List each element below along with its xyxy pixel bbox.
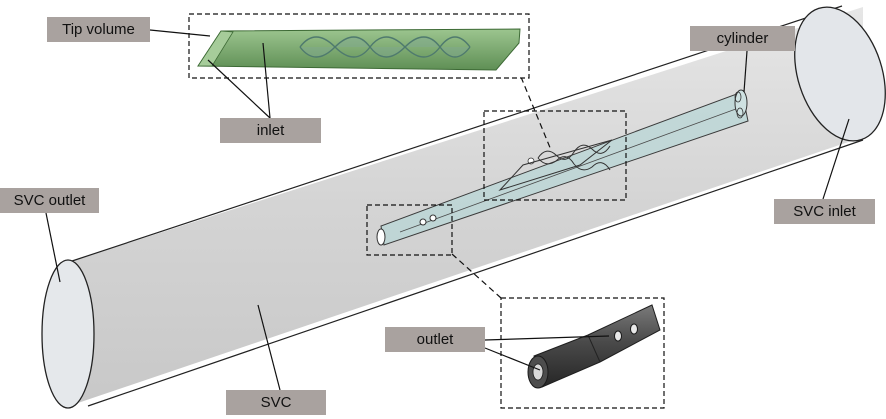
outlet-leader-1 [484, 335, 610, 341]
tip-volume-label: Tip volume [47, 17, 150, 42]
outlet-hole-2 [630, 323, 638, 335]
tip-volume-slope [197, 30, 234, 67]
tip-volume-body [197, 28, 521, 71]
svc-inlet-leader [822, 118, 850, 200]
catheter-tip-opening [376, 228, 386, 246]
side-hole-2 [429, 214, 437, 222]
inlet-label: inlet [220, 118, 321, 143]
tip-opening-inner [532, 363, 544, 381]
svc-inlet-label: SVC inlet [774, 199, 875, 224]
svc-outlet-label: SVC outlet [0, 188, 99, 213]
outlet-label: outlet [385, 327, 485, 352]
svc-leader [257, 304, 281, 391]
inlet-leader-2 [262, 42, 271, 119]
cylinder-lumen-1 [734, 91, 742, 103]
outlet-inset [500, 297, 665, 409]
top-connector [520, 76, 552, 151]
tip-taper-line [587, 334, 601, 363]
helix-small-2 [537, 156, 611, 171]
helix-small [537, 144, 611, 160]
inlet-leader-1 [207, 59, 271, 119]
cylinder-label: cylinder [690, 26, 795, 51]
catheter [376, 89, 749, 246]
helix-lower [299, 36, 471, 58]
svc-outlet-leader [45, 212, 61, 283]
vessel-bottom-edge [87, 139, 864, 407]
tip-volume-leader [149, 29, 211, 37]
svc-label: SVC [226, 390, 326, 415]
tip-zoom-source-box [366, 204, 453, 256]
cylinder-leader [743, 50, 748, 93]
leader-lines [45, 29, 850, 391]
svc-outlet-end-cap [41, 259, 95, 409]
helix-upper [299, 36, 471, 58]
catheter-inner-line [399, 105, 745, 233]
outlet-leader-2 [484, 347, 541, 371]
tip-volume-inset [188, 13, 530, 79]
svc-inlet-end-cap [794, 6, 886, 142]
cylinder-lumen-2 [736, 107, 744, 119]
outlet-hole-1 [614, 330, 622, 342]
tip-volume-wedge [498, 139, 613, 192]
bottom-connector [451, 253, 502, 299]
side-hole-1 [419, 218, 427, 226]
helix-zoom-source-box [483, 110, 627, 201]
